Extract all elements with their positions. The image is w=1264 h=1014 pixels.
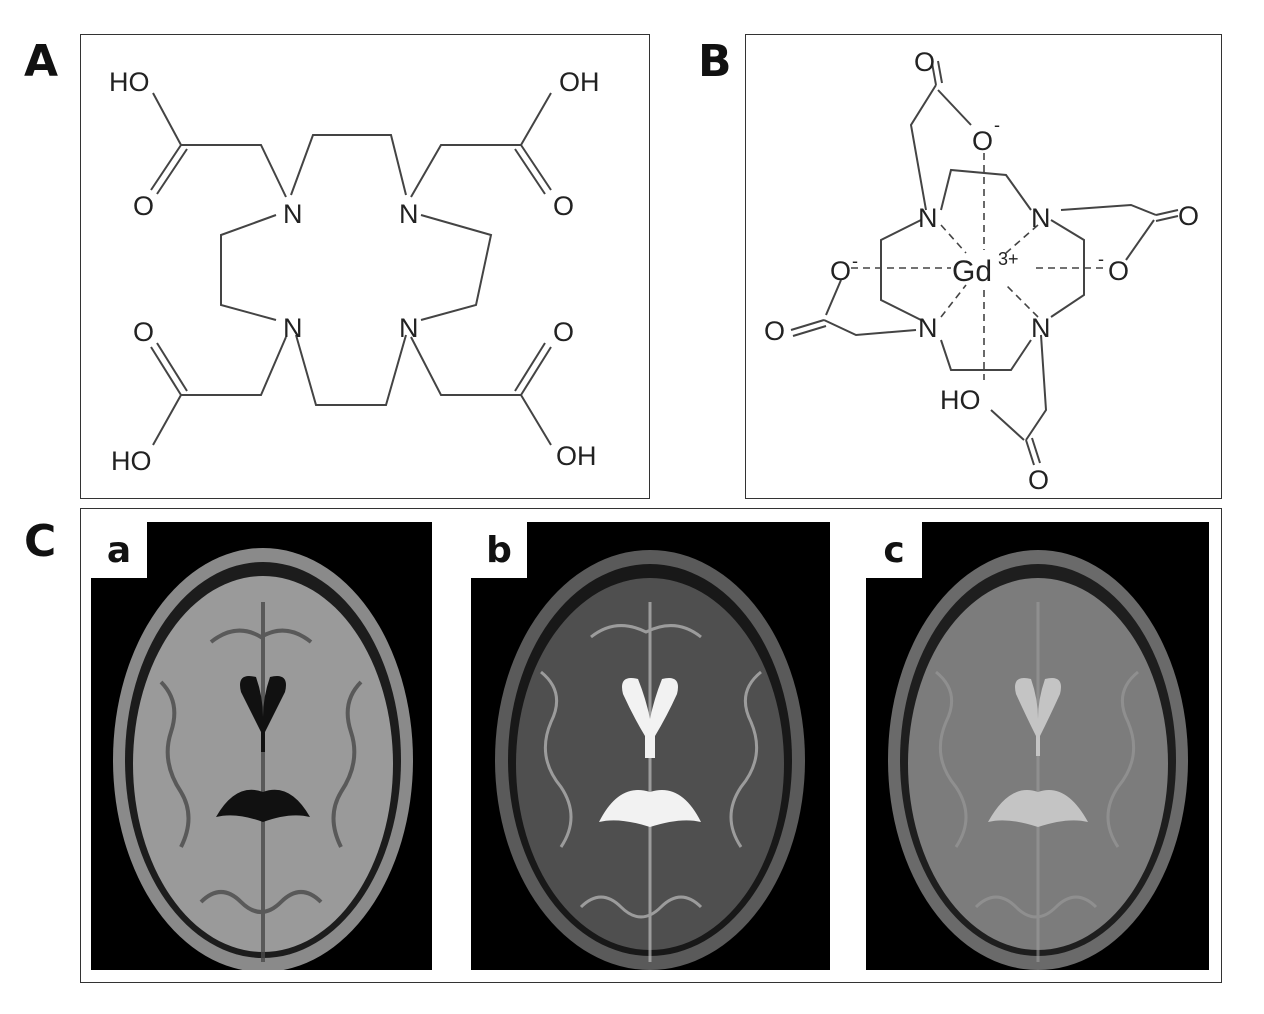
label-o-top-right: O — [553, 191, 574, 221]
mri-image-b: b — [471, 522, 830, 970]
label-gd: Gd — [952, 255, 992, 288]
panel-letter-b: B — [698, 36, 732, 87]
label-n-3: N — [918, 313, 938, 343]
gd-dota-structure-diagram: O O - N N N N O - O O - O Gd 3+ HO O — [764, 47, 1199, 495]
label-o-bottom-left: O — [133, 317, 154, 347]
label-ho-bottom-left: HO — [111, 446, 152, 476]
label-n-1: N — [283, 199, 303, 229]
label-oh-top-right: OH — [559, 67, 600, 97]
label-minus-right: - — [1098, 249, 1104, 269]
label-n-1: N — [918, 203, 938, 233]
label-n-2: N — [399, 199, 419, 229]
label-o-right-2: O — [1108, 256, 1129, 286]
image-label-b: b — [471, 522, 527, 578]
label-o-right: O — [1178, 201, 1199, 231]
panel-a-structure: HO OH O O N N N N O O HO OH — [80, 34, 650, 499]
label-o-bottom: O — [1028, 465, 1049, 495]
label-n-4: N — [1031, 313, 1051, 343]
mri-image-a: a — [91, 522, 432, 970]
label-oh-bottom-right: OH — [556, 441, 597, 471]
label-ho-bottom: HO — [940, 385, 981, 415]
dota-structure-diagram: HO OH O O N N N N O O HO OH — [109, 67, 600, 476]
mri-image-c: c — [866, 522, 1209, 970]
label-gd-charge: 3+ — [998, 249, 1019, 269]
label-minus-left: - — [852, 251, 858, 271]
label-o-top-left: O — [133, 191, 154, 221]
panel-b-structure: O O - N N N N O - O O - O Gd 3+ HO O — [745, 34, 1222, 499]
brain-scan-t2 — [495, 550, 805, 970]
label-o-bottom-right: O — [553, 317, 574, 347]
image-label-c: c — [866, 522, 922, 578]
image-label-a: a — [91, 522, 147, 578]
brain-scan-t1 — [113, 548, 413, 970]
brain-scan-pd — [888, 550, 1188, 970]
label-o-top: O — [914, 47, 935, 77]
panel-letter-a: A — [24, 36, 59, 87]
label-n-4: N — [399, 313, 419, 343]
label-o-minus-top: O — [972, 126, 993, 156]
label-n-2: N — [1031, 203, 1051, 233]
label-n-3: N — [283, 313, 303, 343]
label-o-left: O — [830, 256, 851, 286]
label-minus-top: - — [994, 115, 1000, 135]
label-o-left-2: O — [764, 316, 785, 346]
panel-letter-c: C — [24, 516, 57, 567]
label-ho-top-left: HO — [109, 67, 150, 97]
